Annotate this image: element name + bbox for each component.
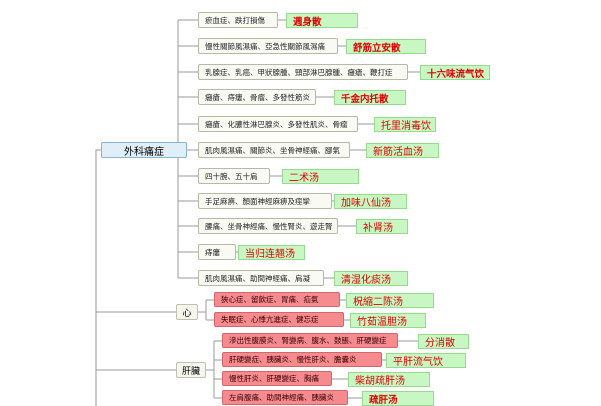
- formula-node-label: 新筋活血汤: [373, 147, 423, 158]
- formula-node[interactable]: 加味八仙汤: [334, 194, 407, 209]
- condition-node[interactable]: 失眠症、心悸亢進症、健忘症: [214, 312, 344, 327]
- formula-node[interactable]: 平肝流气饮: [386, 353, 466, 368]
- group-node-liver-label: 肝臟: [181, 366, 200, 377]
- condition-node-label: 四十腕、五十肩: [205, 171, 258, 181]
- root-lower-connector: [95, 149, 101, 406]
- condition-node-label: 癰瘡、痔瘻、骨瘤、多發性筋炎: [205, 92, 310, 102]
- formula-node[interactable]: 当归连翘汤: [238, 245, 305, 260]
- condition-node-label: 慢性肝炎、肝硬變症、胸痛: [229, 374, 319, 383]
- condition-node-label: 肌肉風濕痛、助間神經痛、肩凝: [205, 273, 310, 283]
- condition-node-label: 滲出性腹膜炎、腎變病、腹水、鼓脹、肝硬變症: [229, 336, 387, 345]
- condition-node-label: 瘀血症、跌打損傷: [205, 15, 265, 25]
- condition-node[interactable]: 手足麻痹、顏面神經麻痹及痙攣: [198, 193, 332, 209]
- condition-node-label: 痔瘻: [205, 247, 220, 257]
- condition-node[interactable]: 肌肉風濕痛、關節炎、坐骨神經痛、腳氣: [198, 142, 350, 158]
- condition-node-label: 癰瘡、化膿性淋巴腺炎、多發性肌炎、骨瘤: [205, 119, 348, 129]
- group-node-heart-label: 心: [182, 308, 192, 319]
- formula-node-label: 补肾汤: [363, 223, 393, 234]
- condition-node-label: 左肩腹痛、助間神經痛、胰臟炎: [229, 393, 334, 402]
- formula-node[interactable]: 新筋活血汤: [366, 143, 439, 158]
- formula-node[interactable]: 十六味流气饮: [420, 65, 490, 80]
- condition-node-label: 肝硬變症、胰臟炎、慢性肝炎、膽囊炎: [229, 355, 357, 364]
- formula-node-label: 托里消毒饮: [381, 121, 431, 132]
- formula-node-label: 当归连翘汤: [245, 249, 295, 260]
- condition-node[interactable]: 腰痛、坐骨神經痛、慢性腎炎、遊走腎: [198, 218, 338, 234]
- condition-node[interactable]: 慢性肝炎、肝硬變症、胸痛: [222, 371, 332, 386]
- condition-node-label: 手足麻痹、顏面神經麻痹及痙攣: [205, 196, 310, 206]
- formula-node[interactable]: 千金内托散: [334, 90, 406, 105]
- formula-node[interactable]: 柷縮二陈汤: [346, 293, 434, 308]
- formula-node-label: 疏肝汤: [369, 394, 398, 406]
- formula-node-label: 竹茹温胆汤: [357, 317, 407, 328]
- formula-node-label: 十六味流气饮: [427, 68, 485, 80]
- condition-node[interactable]: 肝硬變症、胰臟炎、慢性肝炎、膽囊炎: [222, 352, 382, 367]
- formula-node[interactable]: 竹茹温胆汤: [350, 313, 426, 328]
- formula-node-label: 週身散: [293, 16, 322, 28]
- formula-node-label: 平肝流气饮: [393, 357, 443, 368]
- condition-node[interactable]: 痔瘻: [198, 244, 236, 260]
- condition-node-label: 慢性關節風濕痛、亞急性關節風濕痛: [205, 41, 325, 51]
- formula-node-label: 舒筋立安散: [353, 42, 401, 54]
- condition-node[interactable]: 慢性關節風濕痛、亞急性關節風濕痛: [198, 38, 338, 54]
- formula-node-label: 柷縮二陈汤: [353, 297, 403, 308]
- condition-node-label: 失眠症、心悸亢進症、健忘症: [221, 315, 319, 324]
- condition-node[interactable]: 乳腺症、乳癌、甲狀腺腫、頸部淋巴腺腫、癰瘡、鞭打症: [198, 64, 408, 80]
- condition-node[interactable]: 肌肉風濕痛、助間神經痛、肩凝: [198, 270, 324, 286]
- condition-node[interactable]: 狹心症、留飲症、胃痛、疝氣: [214, 292, 340, 307]
- condition-node[interactable]: 四十腕、五十肩: [198, 168, 270, 184]
- condition-node[interactable]: 癰瘡、化膿性淋巴腺炎、多發性肌炎、骨瘤: [198, 116, 358, 132]
- formula-node[interactable]: 舒筋立安散: [346, 39, 426, 54]
- formula-node-label: 加味八仙汤: [341, 198, 391, 209]
- condition-node[interactable]: 瘀血症、跌打損傷: [198, 12, 278, 28]
- formula-node[interactable]: 清湿化痰汤: [334, 271, 408, 286]
- group-node-heart[interactable]: 心: [176, 304, 198, 320]
- formula-node-label: 千金内托散: [341, 93, 389, 105]
- formula-node[interactable]: 托里消毒饮: [374, 117, 436, 132]
- formula-node[interactable]: 二术汤: [282, 169, 359, 184]
- condition-node-label: 乳腺症、乳癌、甲狀腺腫、頸部淋巴腺腫、癰瘡、鞭打症: [205, 67, 393, 77]
- formula-node-label: 分消散: [425, 338, 455, 349]
- formula-node-label: 柴胡疏肝汤: [355, 376, 405, 387]
- condition-node-label: 狹心症、留飲症、胃痛、疝氣: [221, 295, 319, 304]
- condition-node[interactable]: 癰瘡、痔瘻、骨瘤、多發性筋炎: [198, 89, 316, 105]
- group-node-liver[interactable]: 肝臟: [176, 362, 206, 378]
- root-node[interactable]: 外科痛症: [101, 142, 187, 158]
- formula-node[interactable]: 柴胡疏肝汤: [348, 372, 430, 387]
- root-label: 外科痛症: [124, 146, 164, 158]
- formula-node[interactable]: 分消散: [418, 334, 469, 349]
- condition-node[interactable]: 滲出性腹膜炎、腎變病、腹水、鼓脹、肝硬變症: [222, 333, 398, 348]
- formula-node[interactable]: 週身散: [286, 13, 358, 28]
- condition-node[interactable]: 左肩腹痛、助間神經痛、胰臟炎: [222, 390, 348, 405]
- formula-node[interactable]: 疏肝汤: [362, 391, 434, 406]
- formula-node[interactable]: 补肾汤: [356, 219, 408, 234]
- condition-node-label: 肌肉風濕痛、關節炎、坐骨神經痛、腳氣: [205, 145, 340, 155]
- formula-node-label: 清湿化痰汤: [341, 275, 391, 286]
- condition-node-label: 腰痛、坐骨神經痛、慢性腎炎、遊走腎: [205, 221, 333, 231]
- formula-node-label: 二术汤: [289, 173, 319, 184]
